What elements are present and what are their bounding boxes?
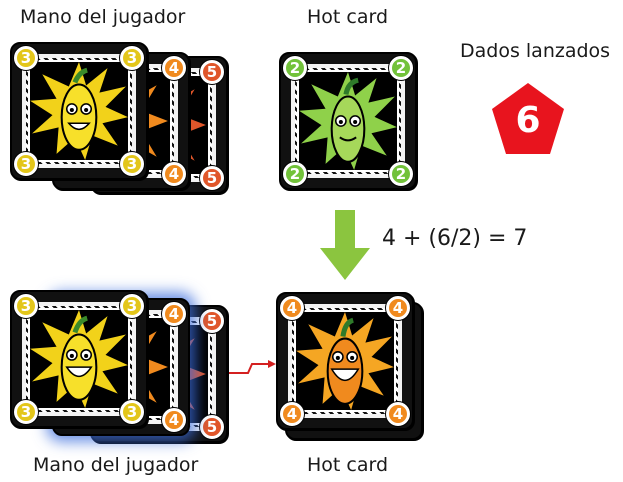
card-value-badge: 3 xyxy=(14,46,38,70)
card-value-badge: 3 xyxy=(120,400,144,424)
card-value-badge: 4 xyxy=(162,162,186,186)
down-arrow-icon xyxy=(320,210,370,280)
card-value-badge: 2 xyxy=(389,56,413,80)
card-value-badge: 3 xyxy=(120,294,144,318)
dice: 6 xyxy=(489,80,567,158)
hot-card-label-bottom: Hot card xyxy=(307,454,389,476)
hand-bottom-card-3[interactable]: 3 3 3 3 xyxy=(10,290,148,428)
card-value-badge: 4 xyxy=(162,56,186,80)
card-value-badge: 3 xyxy=(14,294,38,318)
green-chili-icon xyxy=(299,72,397,170)
card-value-badge: 4 xyxy=(162,408,186,432)
card-value-badge: 5 xyxy=(200,415,224,439)
formula-text: 4 + (6/2) = 7 xyxy=(382,226,528,251)
yellow-chili-icon xyxy=(30,62,128,160)
dice-label: Dados lanzados xyxy=(460,40,611,62)
dice-value: 6 xyxy=(515,100,541,141)
card-value-badge: 5 xyxy=(200,166,224,190)
hand-top-card-3[interactable]: 3 3 3 3 xyxy=(10,42,148,180)
card-value-badge: 3 xyxy=(14,152,38,176)
card-value-badge: 3 xyxy=(120,152,144,176)
card-value-badge: 4 xyxy=(386,296,410,320)
card-value-badge: 5 xyxy=(200,60,224,84)
card-value-badge: 2 xyxy=(283,162,307,186)
card-value-badge: 3 xyxy=(14,400,38,424)
yellow-chili-icon xyxy=(30,310,128,408)
card-value-badge: 4 xyxy=(162,302,186,326)
hand-label-bottom: Mano del jugador xyxy=(33,454,199,476)
card-value-badge: 2 xyxy=(283,56,307,80)
card-value-badge: 4 xyxy=(280,402,304,426)
card-value-badge: 4 xyxy=(280,296,304,320)
hot-card-bottom[interactable]: 4 4 4 4 xyxy=(276,292,414,430)
orange-chili-icon xyxy=(296,312,394,410)
card-value-badge: 3 xyxy=(120,46,144,70)
card-value-badge: 4 xyxy=(386,402,410,426)
pentagon-die-icon xyxy=(492,83,564,154)
card-value-badge: 2 xyxy=(389,162,413,186)
hot-card-label-top: Hot card xyxy=(307,6,389,28)
hot-card-top[interactable]: 2 2 2 2 xyxy=(279,52,417,190)
hand-label-top: Mano del jugador xyxy=(20,6,186,28)
card-value-badge: 5 xyxy=(200,309,224,333)
